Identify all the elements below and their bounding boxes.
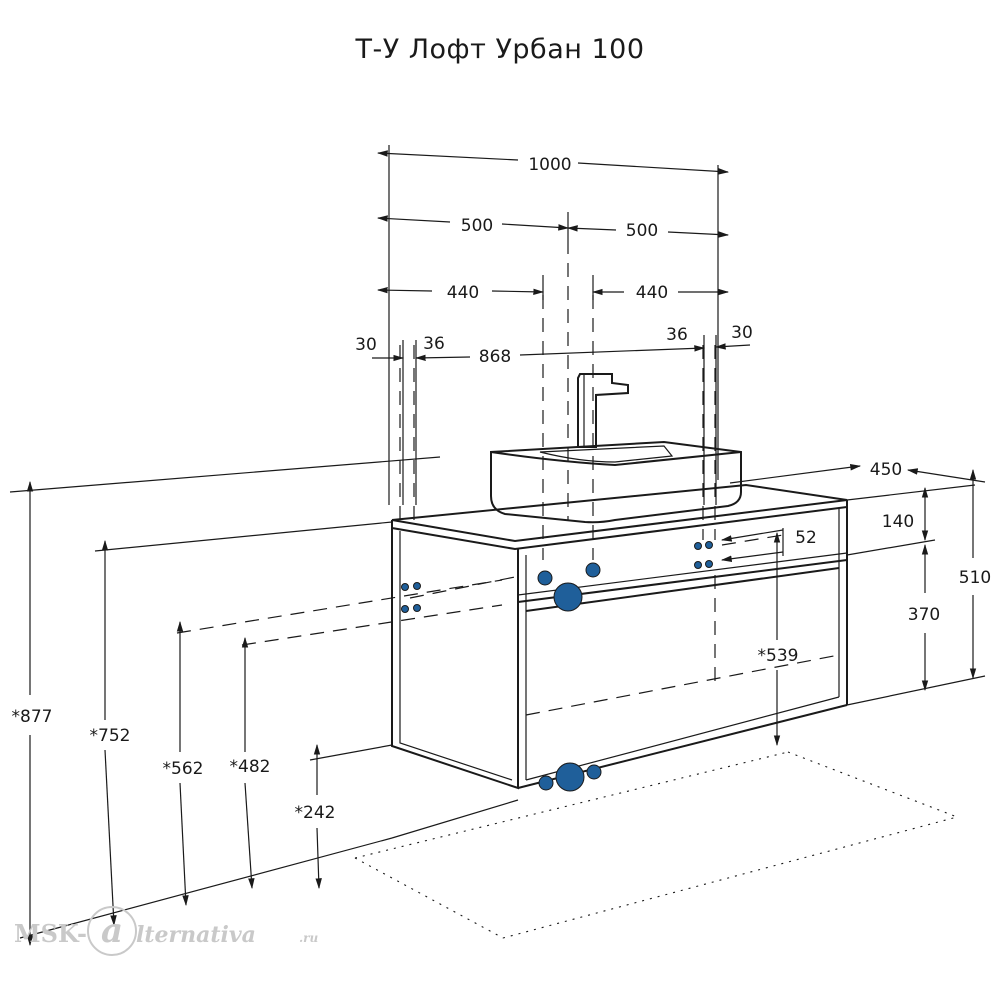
hidden-lines xyxy=(176,240,840,716)
dim-450: 450 xyxy=(870,460,902,480)
dim-242: *242 xyxy=(295,803,336,823)
port-dot xyxy=(694,561,702,569)
dim-500-left: 500 xyxy=(461,216,493,236)
watermark-prefix: MSK- xyxy=(14,919,87,948)
floor-drain-port xyxy=(555,762,585,792)
connection-ports xyxy=(401,541,713,792)
dim-877: *877 xyxy=(12,707,53,727)
dimension-labels: 1000 500 500 440 440 30 36 868 36 30 450… xyxy=(12,155,992,823)
port-dot xyxy=(694,542,702,550)
water-port-left xyxy=(537,570,553,586)
dim-500-right: 500 xyxy=(626,221,658,241)
dim-36-right: 36 xyxy=(666,325,688,345)
right-dimensions xyxy=(720,464,986,747)
floor-port-right xyxy=(586,764,602,780)
watermark-ring xyxy=(87,906,137,956)
watermark-letter: a xyxy=(101,911,123,951)
watermark-suffix: .ru xyxy=(299,931,319,945)
dim-510: 510 xyxy=(959,568,991,588)
dim-440-right: 440 xyxy=(636,283,668,303)
dim-752: *752 xyxy=(90,726,131,746)
dim-440-left: 440 xyxy=(447,283,479,303)
basin xyxy=(490,440,742,524)
dim-140: 140 xyxy=(882,512,914,532)
port-dot xyxy=(413,582,421,590)
dim-1000: 1000 xyxy=(528,155,571,175)
water-port-right xyxy=(585,562,601,578)
port-dot xyxy=(401,605,409,613)
port-dot xyxy=(705,541,713,549)
dim-562: *562 xyxy=(163,759,204,779)
watermark-logo: MSK- a lternativa .ru xyxy=(14,906,319,956)
left-dimensions xyxy=(9,456,519,947)
dim-30-left: 30 xyxy=(355,335,377,355)
port-dot xyxy=(705,560,713,568)
dim-482: *482 xyxy=(230,757,271,777)
dim-36-left: 36 xyxy=(423,334,445,354)
faucet xyxy=(577,373,629,448)
drain-port xyxy=(553,582,583,612)
floor-outline xyxy=(354,751,958,939)
dim-52: 52 xyxy=(795,528,817,548)
drawing-title: Т-У Лофт Урбан 100 xyxy=(355,34,645,65)
dim-370: 370 xyxy=(908,605,940,625)
dim-539: *539 xyxy=(758,646,799,666)
floor-port-left xyxy=(538,775,554,791)
dim-868: 868 xyxy=(479,347,511,367)
watermark-text: lternativa xyxy=(136,922,256,948)
top-dimensions xyxy=(372,145,751,505)
port-dot xyxy=(413,604,421,612)
port-dot xyxy=(401,583,409,591)
dim-30-right: 30 xyxy=(731,323,753,343)
